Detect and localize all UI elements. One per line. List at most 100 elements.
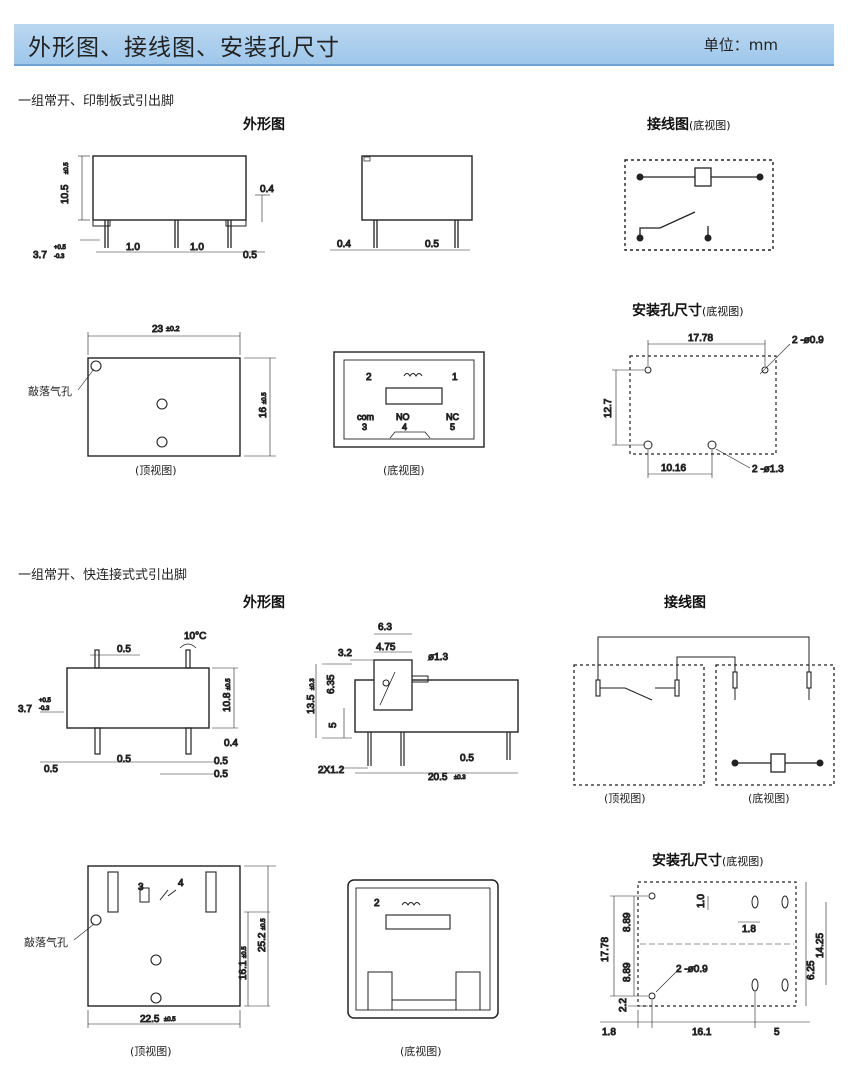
s2-wiring-diagram	[573, 636, 835, 786]
s1-dim-17-78: 17.78	[688, 333, 713, 344]
s1-dim-tol-p: +0.5	[54, 245, 67, 251]
s2-dim-tol-p: +0.5	[39, 698, 52, 704]
s2-dim-4-75: 4.75	[376, 642, 396, 653]
s2-dim-6-35: 6.35	[326, 674, 337, 694]
s2-mount-1-8-b: 1.8	[602, 1027, 616, 1038]
s1-mount-title: 安装孔尺寸(底视图)	[632, 303, 744, 319]
s1-side-view-b	[330, 155, 473, 251]
s1-dim-10-5-tol: ±0.5	[64, 162, 70, 174]
s1-bottom-view-caption: (底视图)	[383, 464, 425, 477]
s1-pin-3: 3	[362, 422, 367, 432]
s1-dim-23-tol: ±0.2	[166, 326, 180, 333]
s1-wiring-title: 接线图(底视图)	[647, 117, 731, 133]
page-title: 外形图、接线图、安装孔尺寸	[28, 35, 340, 61]
s2-dim-13-5-tol: ±0.3	[310, 678, 316, 690]
s1-pin-5: 5	[450, 422, 455, 432]
s2-pin-3: 3	[138, 882, 144, 893]
s2-dim-3-7: 3.7	[18, 704, 32, 715]
s2-top-view	[73, 865, 276, 1028]
s1-mount-holes	[612, 340, 791, 478]
s2-dim-22-5-tol: ±0.5	[164, 1017, 176, 1023]
s1-dim-10-16: 10.16	[661, 463, 686, 474]
s2-dim-0-5-l: 0.5	[44, 764, 58, 775]
s2-mount-5: 5	[774, 1027, 780, 1038]
s1-hole-0-9: 2 -ø0.9	[792, 335, 824, 346]
header-bar: 外形图、接线图、安装孔尺寸 单位：mm	[14, 24, 834, 66]
s2-mount-6-25: 6.25	[806, 960, 817, 980]
s2-dim-0-5-s: 0.5	[460, 753, 474, 764]
s2-dim-16-1: 16.1	[238, 960, 249, 980]
s2-mount-2-2: 2.2	[618, 998, 629, 1012]
s2-mount-1-8-a: 1.8	[742, 924, 756, 935]
s1-pin-1: 1	[452, 372, 458, 383]
s2-bottom-view-caption: (底视图)	[400, 1045, 442, 1058]
s2-mount-hole-0-9: 2 -ø0.9	[676, 964, 708, 975]
s2-pin-4: 4	[178, 878, 184, 889]
s2-mount-8-89-a: 8.89	[622, 912, 633, 932]
s1-dim-16-tol: ±0.5	[262, 392, 268, 404]
s1-dim-0-5-b: 0.5	[425, 239, 439, 250]
s1-pin-4: 4	[402, 422, 407, 432]
s2-dim-10-8: 10.8	[222, 692, 233, 712]
s1-side-view-a	[78, 155, 270, 253]
s2-mount-17-78: 17.78	[600, 937, 611, 962]
s2-top-view-caption: (顶视图)	[130, 1045, 172, 1058]
s1-pin-nc: NC	[446, 412, 459, 422]
s1-hole-1-3: 2 -ø1.3	[752, 464, 784, 475]
s2-dim-0-4: 0.4	[224, 738, 238, 749]
s2-dim-2x1-2: 2X1.2	[318, 765, 345, 776]
s1-dim-12-7: 12.7	[603, 398, 614, 418]
s1-dim-0-5-a: 0.5	[243, 250, 257, 261]
s2-mount-1-0: 1.0	[696, 894, 707, 908]
s2-mount-title: 安装孔尺寸(底视图)	[652, 853, 764, 869]
s2-bottom-pin-2: 2	[374, 898, 380, 909]
s2-dim-16-1-tol: ±0.5	[242, 946, 248, 958]
s1-dim-1-0-a: 1.0	[126, 242, 140, 253]
s2-dim-0-5-r1: 0.5	[214, 756, 228, 767]
s2-wiring-bottom-caption: (底视图)	[748, 792, 790, 805]
s2-vent-label: 敲落气孔	[24, 936, 68, 949]
s2-mount-holes	[600, 881, 827, 1028]
s1-dim-23: 23	[152, 324, 164, 335]
s1-pin-com: com	[357, 412, 374, 422]
s1-dim-1-0-b: 1.0	[190, 242, 204, 253]
s2-dim-20-5: 20.5	[428, 772, 448, 783]
s2-wiring-top-caption: (顶视图)	[604, 792, 646, 805]
s2-dim-13-5: 13.5	[306, 694, 317, 714]
s1-dim-16: 16	[258, 406, 269, 418]
s2-outline-title: 外形图	[243, 595, 285, 611]
s2-dim-tol-m: -0.3	[39, 706, 50, 712]
s1-outline-title: 外形图	[243, 117, 285, 133]
s2-dim-dia-1-3: ø1.3	[428, 652, 448, 663]
s1-bottom-view	[333, 351, 485, 448]
s2-mount-8-89-b: 8.89	[622, 962, 633, 982]
s2-dim-5: 5	[328, 722, 339, 728]
s1-vent-label: 敲落气孔	[28, 385, 72, 398]
s2-dim-22-5: 22.5	[140, 1014, 160, 1025]
s1-dim-0-4-b: 0.4	[337, 239, 351, 250]
s2-dim-0-5-m: 0.5	[117, 754, 131, 765]
s1-top-view-caption: (顶视图)	[135, 464, 177, 477]
s1-dim-3-7: 3.7	[33, 250, 47, 261]
s1-wiring-diagram	[624, 159, 774, 251]
s1-top-view	[77, 332, 276, 457]
unit-label: 单位：mm	[703, 36, 778, 54]
s2-dim-0-5-top: 0.5	[117, 644, 131, 655]
s2-dim-3-2: 3.2	[338, 648, 352, 659]
s1-dim-tol-m: -0.3	[54, 254, 65, 260]
s2-bottom-view	[347, 879, 499, 1019]
s2-side-view-a	[40, 643, 238, 775]
s2-dim-6-3: 6.3	[378, 622, 392, 633]
s2-dim-0-5-r2: 0.5	[214, 769, 228, 780]
s1-pin-2: 2	[366, 372, 372, 383]
s2-mount-16-1: 16.1	[692, 1027, 712, 1038]
s2-dim-25-2: 25.2	[257, 932, 268, 952]
s2-side-view-b	[315, 633, 519, 774]
s2-dim-10-8-tol: ±0.5	[226, 678, 232, 690]
s1-dim-10-5: 10.5	[60, 184, 71, 204]
section2-caption: 一组常开、快连接式式引出脚	[18, 568, 188, 583]
s1-pin-no: NO	[396, 412, 410, 422]
s2-dim-20-5-tol: ±0.3	[454, 775, 466, 781]
s1-dim-0-4-a: 0.4	[260, 184, 274, 195]
